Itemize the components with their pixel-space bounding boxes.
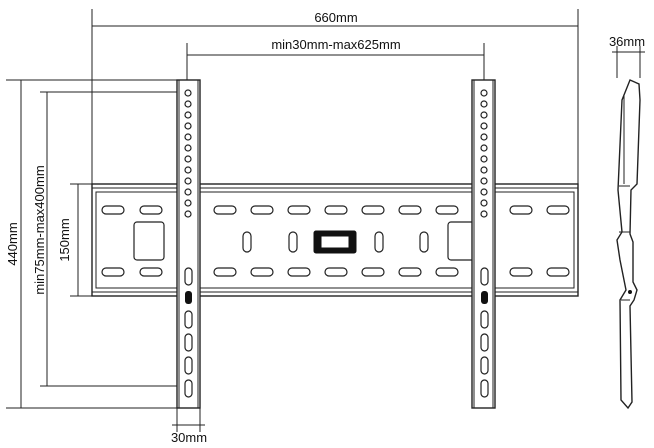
overall-width-label: 660mm: [314, 10, 357, 25]
depth-label: 36mm: [609, 34, 645, 49]
overall-height-label: 440mm: [5, 222, 20, 265]
plate-height-label: 150mm: [57, 218, 72, 261]
dim-vertical-range: min75mm-max400mm: [32, 91, 187, 387]
left-arm-holes: [184, 89, 192, 218]
side-profile-view: [616, 79, 641, 410]
vertical-range-label: min75mm-max400mm: [32, 165, 47, 294]
arm-width-label: 30mm: [171, 430, 207, 445]
dim-overall-width: 660mm: [91, 9, 579, 188]
dim-arm-spacing: min30mm-max625mm: [186, 37, 485, 80]
arm-spacing-label: min30mm-max625mm: [271, 37, 400, 52]
left-arm-slots: [184, 267, 193, 398]
level-bubble-icon: [313, 230, 357, 254]
vertical-slot-row: [242, 231, 429, 253]
dim-arm-width: 30mm: [171, 408, 207, 445]
bottom-slot-row: [101, 267, 570, 277]
right-arm-holes: [480, 89, 488, 218]
right-arm: [471, 79, 496, 409]
dim-plate-height: 150mm: [57, 183, 92, 297]
right-arm-slots: [480, 267, 489, 398]
top-slot-row: [101, 205, 570, 215]
left-arm: [176, 79, 201, 409]
dim-depth: 36mm: [609, 34, 645, 78]
dim-overall-height: 440mm: [5, 79, 185, 409]
large-cutout-left: [133, 221, 165, 261]
wall-plate: [91, 183, 579, 297]
